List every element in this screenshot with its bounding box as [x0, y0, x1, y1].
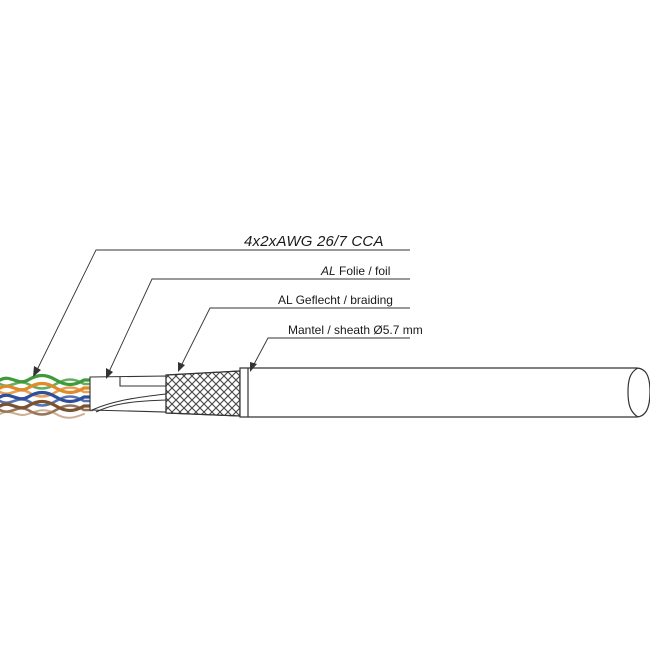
sheath-layer	[239, 367, 650, 418]
arrow-cores	[33, 366, 41, 377]
arrow-foil	[106, 368, 113, 379]
label-foil-rest: Folie / foil	[335, 264, 391, 278]
pair-orange	[0, 381, 94, 395]
pair-blue-b	[0, 395, 94, 407]
leader-foil	[107, 278, 410, 375]
pair-green	[0, 373, 94, 387]
label-foil: AL Folie / foil	[321, 264, 390, 278]
leader-sheath	[251, 337, 410, 369]
braid-layer	[165, 370, 241, 417]
arrow-sheath	[250, 362, 257, 372]
leader-lines	[35, 249, 410, 375]
pair-brown-b	[0, 404, 94, 416]
arrowheads	[33, 362, 257, 379]
leader-cores	[35, 249, 410, 373]
leader-braid	[179, 307, 410, 369]
arrow-braid	[178, 362, 185, 372]
pair-orange-b	[0, 386, 94, 398]
pair-blue	[0, 390, 94, 404]
pair-brown	[0, 399, 94, 413]
label-sheath: Mantel / sheath Ø5.7 mm	[288, 323, 423, 337]
twisted-pairs	[0, 373, 94, 419]
label-cores: 4x2xAWG 26/7 CCA	[244, 233, 384, 250]
label-braid: AL Geflecht / braiding	[278, 293, 393, 307]
pair-green-b	[0, 378, 94, 390]
foil-layer	[89, 375, 167, 413]
label-foil-prefix: AL	[321, 264, 336, 278]
